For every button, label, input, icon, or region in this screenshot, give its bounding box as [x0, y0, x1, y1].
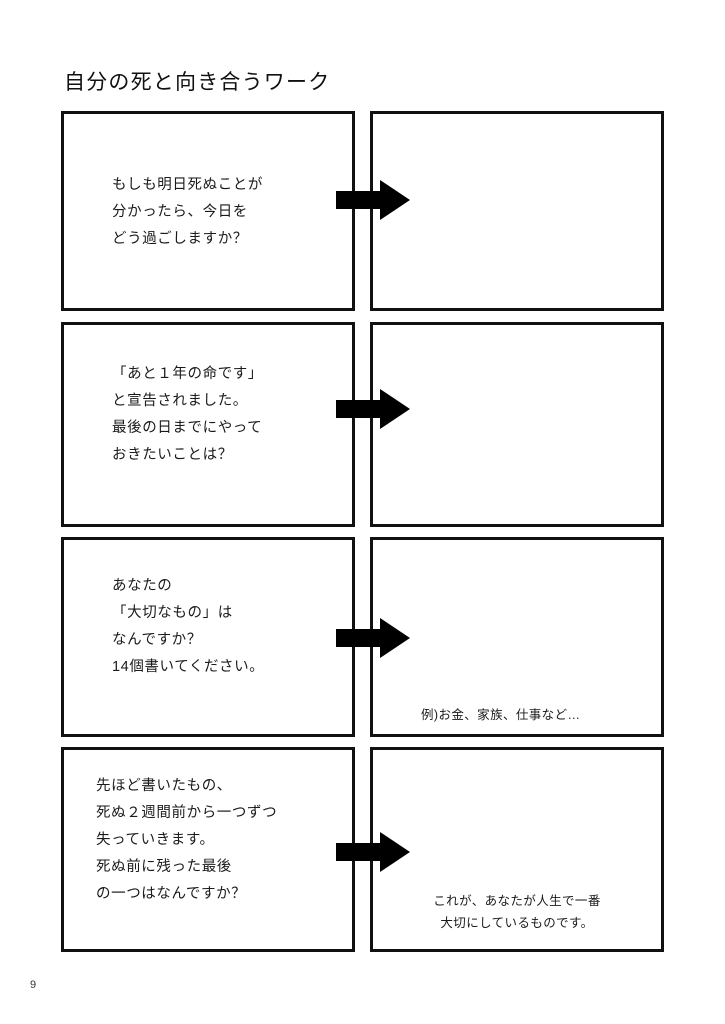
answer-box-4[interactable]: これが、あなたが人生で一番 大切にしているものです。 — [370, 747, 664, 952]
answer-hint-3: 例)お金、家族、仕事など… — [421, 708, 581, 722]
answer-box-1[interactable] — [370, 111, 664, 311]
question-box-3: あなたの 「大切なもの」は なんですか？ 14個書いてください。 — [61, 537, 355, 737]
page-title: 自分の死と向き合うワーク — [64, 71, 331, 94]
question-text-4: 先ほど書いたもの、 死ぬ２週間前から一つずつ 失っていきます。 死ぬ前に残った最… — [96, 778, 278, 902]
question-text-2: 「あと１年の命です」 と宣告されました。 最後の日までにやって おきたいことは？ — [112, 366, 263, 463]
question-box-4: 先ほど書いたもの、 死ぬ２週間前から一つずつ 失っていきます。 死ぬ前に残った最… — [61, 747, 355, 952]
worksheet-row-1: もしも明日死ぬことが 分かったら、今日を どう過ごしますか？ — [0, 111, 725, 311]
question-text-3: あなたの 「大切なもの」は なんですか？ 14個書いてください。 — [112, 578, 265, 675]
page-number: 9 — [30, 979, 37, 991]
answer-box-2[interactable] — [370, 322, 664, 527]
answer-box-3[interactable]: 例)お金、家族、仕事など… — [370, 537, 664, 737]
worksheet-row-4: 先ほど書いたもの、 死ぬ２週間前から一つずつ 失っていきます。 死ぬ前に残った最… — [0, 747, 725, 952]
question-box-1: もしも明日死ぬことが 分かったら、今日を どう過ごしますか？ — [61, 111, 355, 311]
worksheet-row-2: 「あと１年の命です」 と宣告されました。 最後の日までにやって おきたいことは？ — [0, 322, 725, 527]
answer-hint-4: これが、あなたが人生で一番 大切にしているものです。 — [433, 894, 601, 930]
question-box-2: 「あと１年の命です」 と宣告されました。 最後の日までにやって おきたいことは？ — [61, 322, 355, 527]
worksheet-row-3: あなたの 「大切なもの」は なんですか？ 14個書いてください。 例)お金、家族… — [0, 537, 725, 737]
question-text-1: もしも明日死ぬことが 分かったら、今日を どう過ごしますか？ — [112, 177, 263, 247]
